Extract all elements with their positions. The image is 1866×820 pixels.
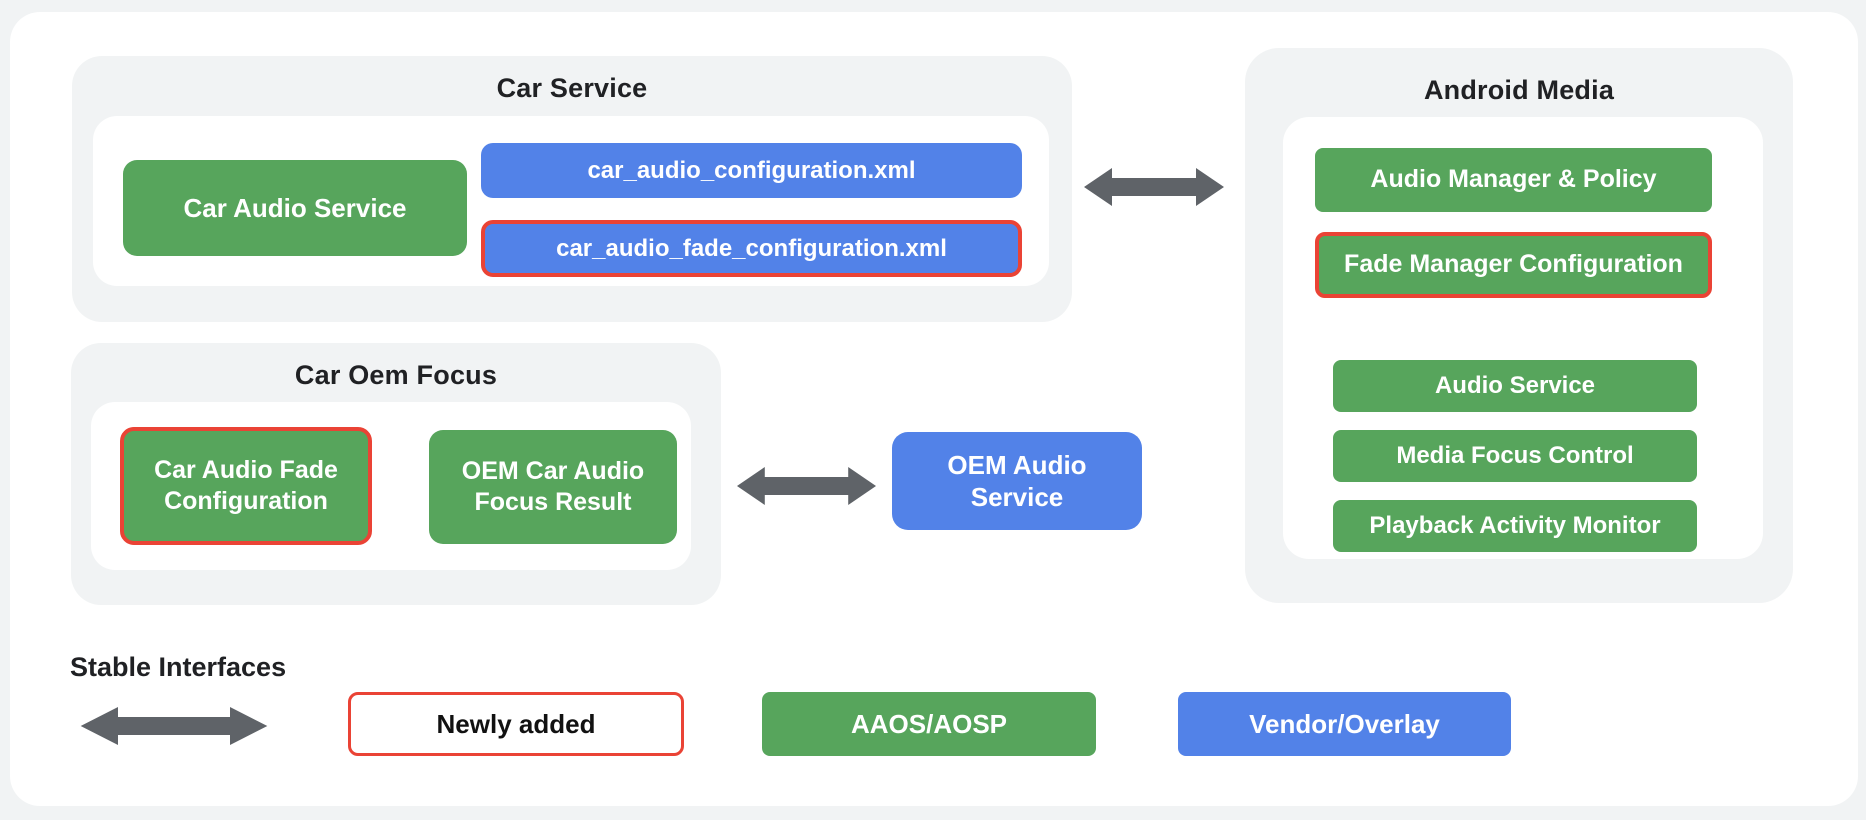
oem-audio-service-box: OEM Audio Service [892,432,1142,530]
newly-added-legend: Newly added [348,692,684,756]
car-oem-focus-title: Car Oem Focus [294,360,498,390]
car-service-title: Car Service [496,73,648,103]
playback-activity-monitor-box: Playback Activity Monitor [1333,500,1697,552]
bidirectional-arrow-icon [735,464,878,508]
android-media-panel: Android Media Audio Manager & Policy Fad… [1245,48,1793,603]
bidirectional-arrow-icon [1082,165,1226,209]
car-oem-focus-inner: Car Audio Fade Configuration OEM Car Aud… [91,402,691,570]
car-audio-service-box: Car Audio Service [123,160,467,256]
car-service-panel: Car Service Car Audio Service car_audio_… [72,56,1072,322]
car-oem-focus-panel: Car Oem Focus Car Audio Fade Configurati… [71,343,721,605]
audio-manager-policy-box: Audio Manager & Policy [1315,148,1712,212]
oem-car-audio-focus-result-box: OEM Car Audio Focus Result [429,430,677,544]
car-audio-fade-config-box: Car Audio Fade Configuration [120,427,372,545]
android-media-title: Android Media [1423,75,1615,105]
car-service-inner: Car Audio Service car_audio_configuratio… [93,116,1049,286]
car-audio-configuration-box: car_audio_configuration.xml [481,143,1022,198]
media-focus-control-box: Media Focus Control [1333,430,1697,482]
stable-interface-arrow-icon [78,704,270,748]
android-media-inner: Audio Manager & Policy Fade Manager Conf… [1283,117,1763,559]
fade-manager-configuration-box: Fade Manager Configuration [1315,232,1712,298]
aaos-aosp-legend: AAOS/AOSP [762,692,1096,756]
stable-interfaces-label: Stable Interfaces [70,652,287,682]
canvas-card: Car Service Car Audio Service car_audio_… [10,12,1858,806]
car-audio-fade-configuration-box: car_audio_fade_configuration.xml [481,220,1022,277]
audio-service-box: Audio Service [1333,360,1697,412]
vendor-overlay-legend: Vendor/Overlay [1178,692,1511,756]
